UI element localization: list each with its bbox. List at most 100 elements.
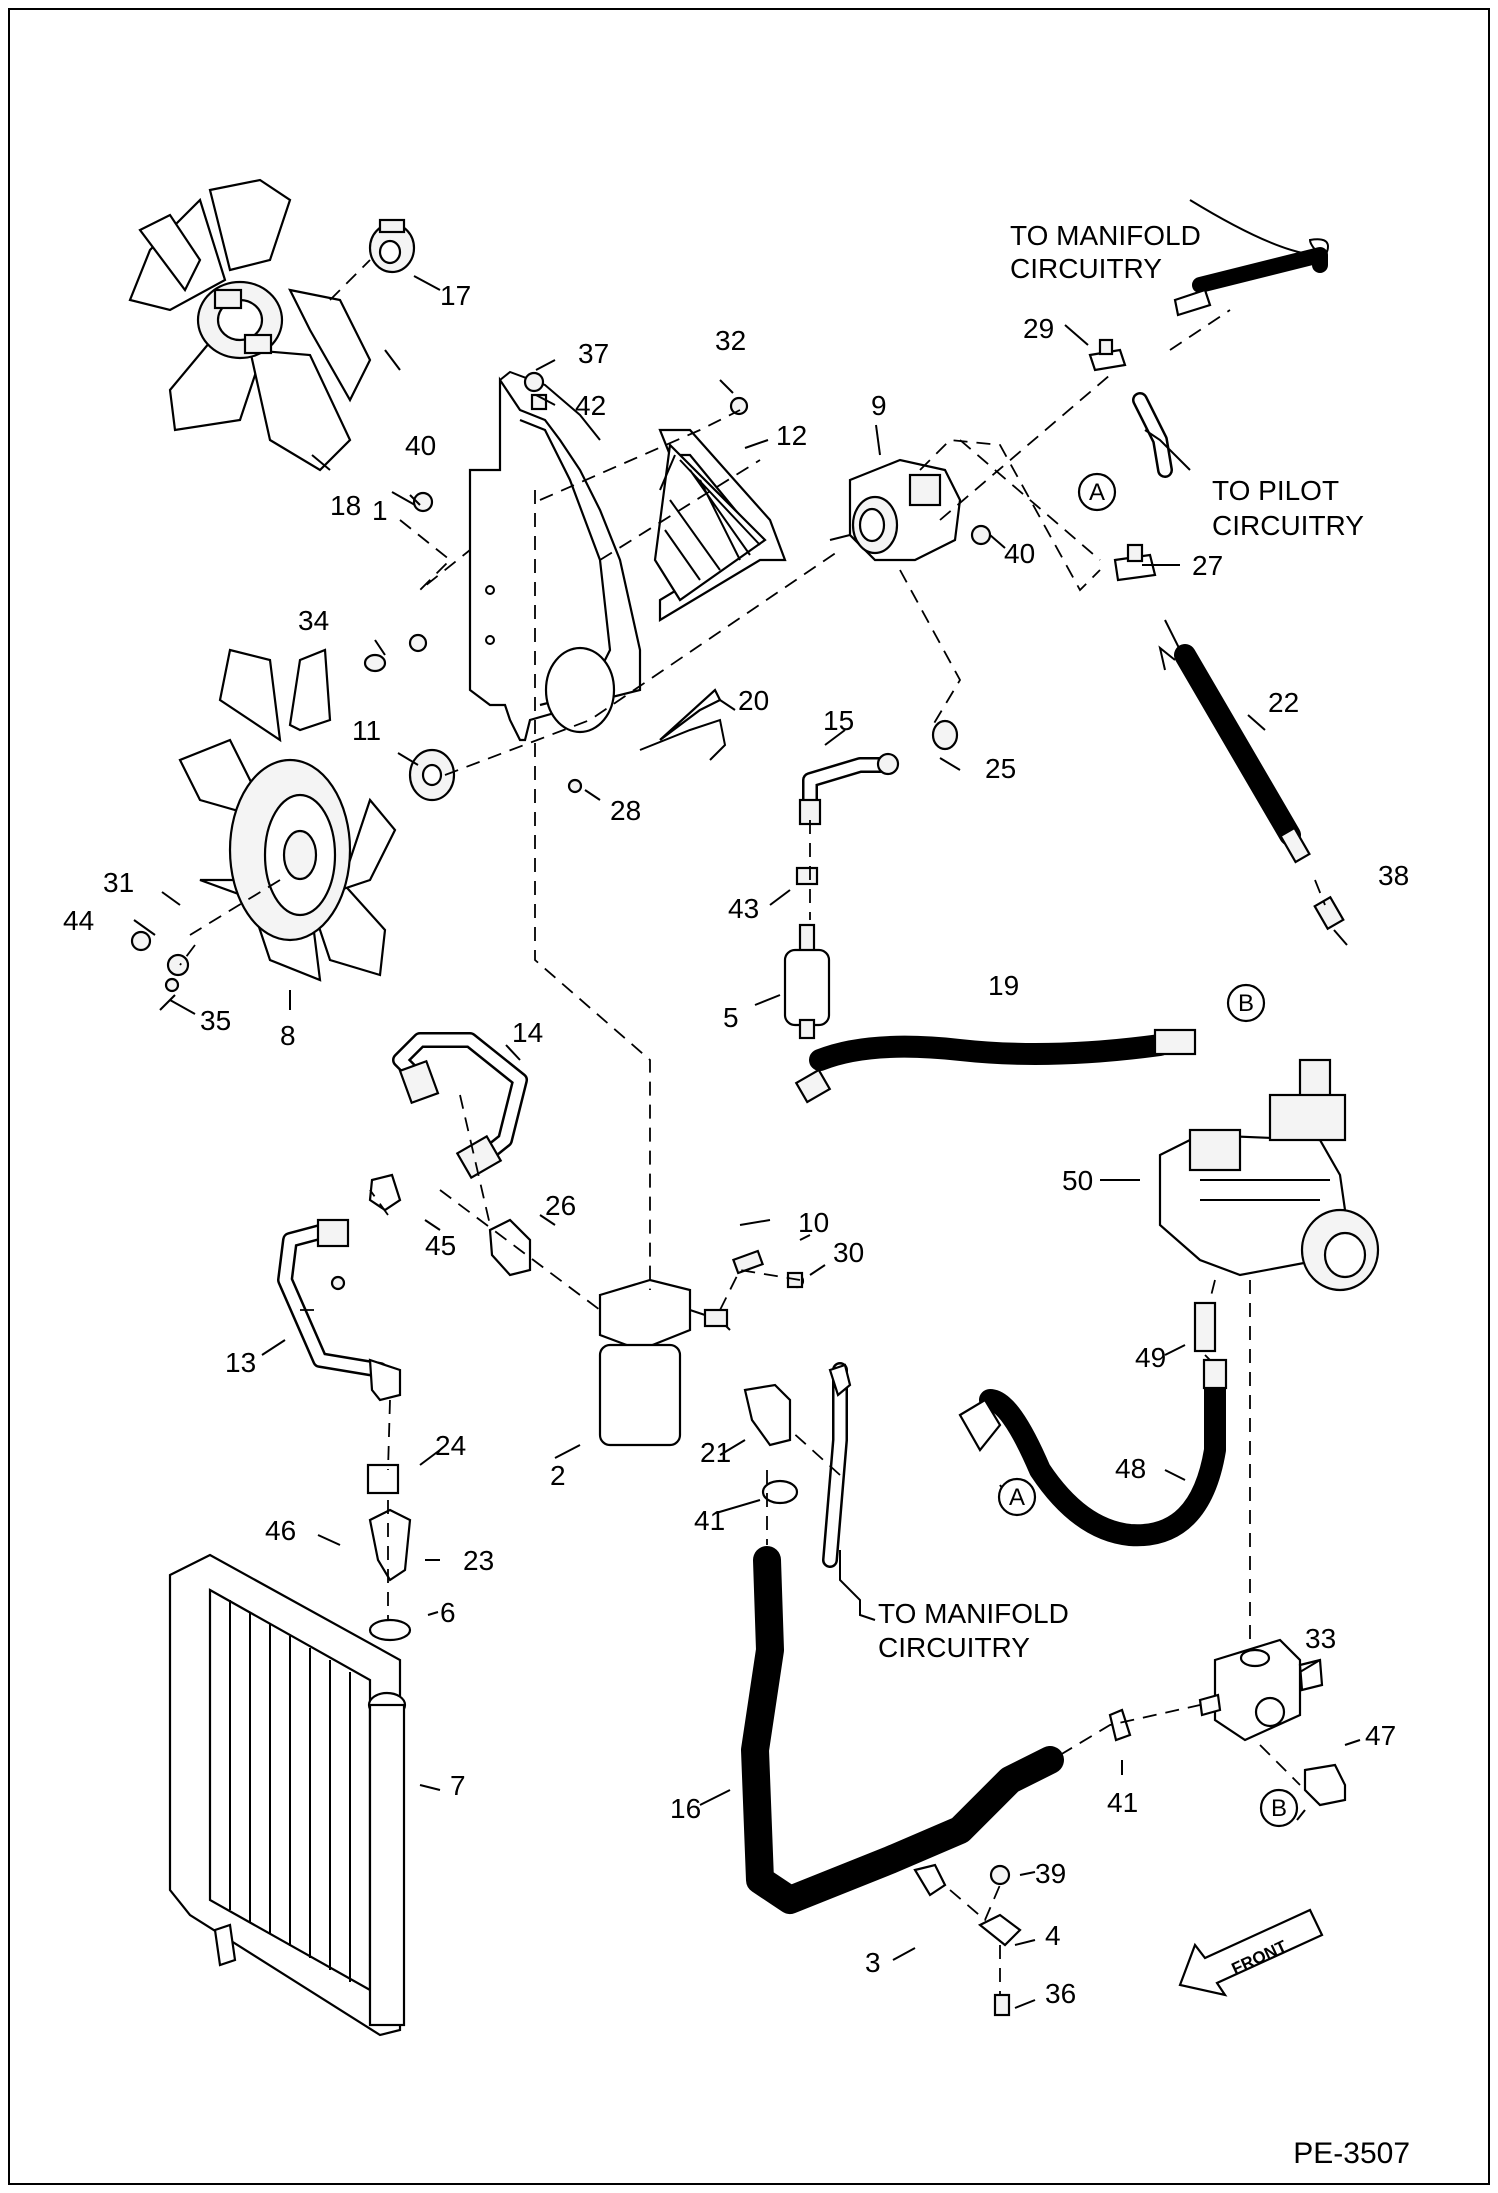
callout-43: 43 [728, 893, 759, 924]
fan-shroud-plate [468, 370, 642, 742]
callout-27: 27 [1192, 550, 1223, 581]
ref-circle-a-top: A [1077, 472, 1117, 512]
radiator [168, 1553, 407, 2037]
callout-45: 45 [425, 1230, 456, 1261]
ref-circle-b-top: B [1226, 983, 1266, 1023]
callout-40-right: 40 [1004, 538, 1035, 569]
callout-12: 12 [776, 420, 807, 451]
callout-9: 9 [871, 390, 887, 421]
callout-22: 22 [1268, 687, 1299, 718]
front-arrow: FRONT [1178, 1908, 1324, 1997]
callout-50: 50 [1062, 1165, 1093, 1196]
callout-4: 4 [1045, 1920, 1061, 1951]
callout-42: 42 [575, 390, 606, 421]
tube-13 [277, 1173, 402, 1402]
callout-40-left: 40 [405, 430, 436, 461]
callout-38: 38 [1378, 860, 1409, 891]
inline-filter [783, 923, 831, 1040]
callout-7: 7 [450, 1770, 466, 1801]
callout-23: 23 [463, 1545, 494, 1576]
callout-44: 44 [63, 905, 94, 936]
note-to-pilot-2: CIRCUITRY [1212, 510, 1364, 541]
callout-41-upper: 41 [694, 1505, 725, 1536]
clamp-41-upper [761, 1479, 799, 1505]
note-to-manifold-bottom-1: TO MANIFOLD [878, 1598, 1069, 1629]
callout-15: 15 [823, 705, 854, 736]
callout-29: 29 [1023, 313, 1054, 344]
hub-small [368, 218, 416, 274]
callout-17: 17 [440, 280, 471, 311]
grille-guard [653, 428, 787, 622]
ref-circle-b-bottom: B [1259, 1788, 1299, 1828]
tube-to-manifold [822, 1362, 852, 1568]
hose-16 [741, 1546, 1064, 1914]
note-to-manifold-top-1: TO MANIFOLD [1010, 220, 1201, 251]
callout-31: 31 [103, 867, 134, 898]
radiator-fittings [366, 1463, 412, 1642]
callout-14: 14 [512, 1017, 543, 1048]
main-pump-50 [1158, 1058, 1380, 1292]
hose-22 [1164, 619, 1345, 931]
callout-33: 33 [1305, 1623, 1336, 1654]
callout-30: 30 [833, 1237, 864, 1268]
lower-fan [178, 648, 397, 982]
ref-label-b-bottom: B [1271, 1795, 1287, 1822]
callout-6: 6 [440, 1597, 456, 1628]
ref-circle-a-bottom: A [997, 1477, 1037, 1517]
fittings-10-30 [731, 1249, 804, 1289]
callout-35: 35 [200, 1005, 231, 1036]
callout-47: 47 [1365, 1720, 1396, 1751]
upper-fan-assembly [128, 178, 372, 472]
callout-1: 1 [372, 495, 388, 526]
ref-label-b-top: B [1238, 990, 1254, 1017]
manifold-block [1198, 1638, 1324, 1742]
bracket-group [913, 1863, 1022, 2017]
ref-label-a-bottom: A [1009, 1484, 1025, 1511]
drive-hub [408, 748, 456, 802]
leader-lines [133, 199, 1361, 2009]
callout-16: 16 [670, 1793, 701, 1824]
drawing-code: PE-3507 [1293, 2137, 1410, 2170]
callout-8: 8 [280, 1020, 296, 1051]
hose-48 [958, 1358, 1228, 1547]
callout-37: 37 [578, 338, 609, 369]
elbow-26 [488, 1218, 532, 1277]
fitting-47 [1303, 1763, 1347, 1807]
elbow-21 [743, 1383, 792, 1447]
oil-filter-assembly [598, 1278, 731, 1447]
assembly-lines [179, 259, 1326, 1995]
small-hardware [130, 371, 992, 1291]
callout-25: 25 [985, 753, 1016, 784]
callout-46: 46 [265, 1515, 296, 1546]
callout-19: 19 [988, 970, 1019, 1001]
callout-20: 20 [738, 685, 769, 716]
tube-14 [392, 1032, 528, 1180]
callout-39: 39 [1035, 1858, 1066, 1889]
hydraulic-pump [829, 458, 962, 562]
ref-label-a-top: A [1089, 479, 1105, 506]
note-to-pilot-1: TO PILOT [1212, 475, 1339, 506]
callout-28: 28 [610, 795, 641, 826]
callout-41-lower: 41 [1107, 1787, 1138, 1818]
callout-5: 5 [723, 1002, 739, 1033]
callout-2: 2 [550, 1460, 566, 1491]
callout-13: 13 [225, 1347, 256, 1378]
callout-10: 10 [798, 1207, 829, 1238]
callout-36: 36 [1045, 1978, 1076, 2009]
callout-11: 11 [352, 715, 381, 746]
callout-49: 49 [1135, 1342, 1166, 1373]
callout-32: 32 [715, 325, 746, 356]
callout-21: 21 [700, 1437, 731, 1468]
hose-19 [794, 1028, 1197, 1104]
clamp-41-lower [1108, 1708, 1132, 1742]
callout-24: 24 [435, 1430, 466, 1461]
callout-48: 48 [1115, 1453, 1146, 1484]
drawing-border [8, 8, 1490, 2185]
callout-18: 18 [330, 490, 361, 521]
callout-34: 34 [298, 605, 329, 636]
tube-line-15 [795, 719, 959, 886]
callout-3: 3 [865, 1947, 881, 1978]
fitting-49 [1193, 1301, 1217, 1353]
note-to-manifold-top-2: CIRCUITRY [1010, 253, 1162, 284]
